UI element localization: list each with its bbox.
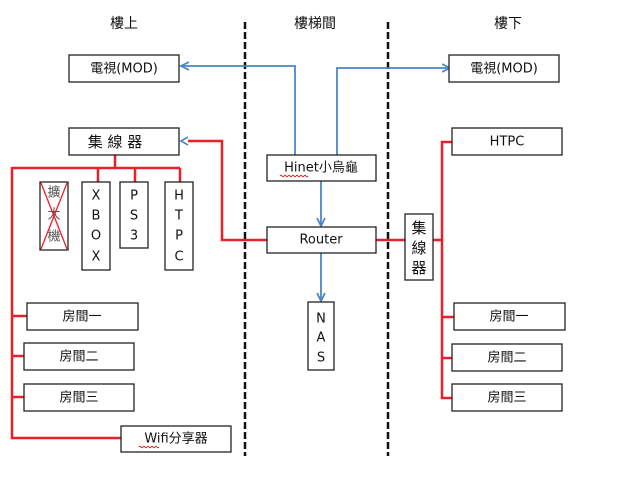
- node-room3-upstairs[interactable]: 房間三: [23, 383, 135, 412]
- cross-out-icon-2: [40, 182, 68, 250]
- node-xbox-char-4: X: [92, 250, 101, 265]
- node-mod-downstairs[interactable]: 電視(MOD): [448, 54, 560, 83]
- link-hub-up-rooms-trunk: [10, 167, 121, 440]
- node-router[interactable]: Router: [266, 226, 377, 254]
- node-ps3[interactable]: P S 3: [119, 181, 149, 249]
- node-hinet-label: Hinet小烏龜: [284, 160, 358, 176]
- node-hub-upstairs-label: 集 線 器: [88, 133, 143, 151]
- node-room2-downstairs[interactable]: 房間二: [451, 343, 563, 372]
- node-htpc-up-char-2: T: [174, 209, 183, 224]
- node-htpc-upstairs[interactable]: H T P C: [164, 181, 194, 271]
- node-hub-down-char-3: 器: [411, 259, 426, 277]
- spellcheck-underline: [279, 174, 309, 178]
- node-ps3-char-1: P: [130, 189, 138, 204]
- node-mod-downstairs-label: 電視(MOD): [470, 62, 538, 77]
- link-hub-down-trunk: [440, 140, 452, 400]
- node-nas-char-1: N: [316, 312, 326, 327]
- node-mod-upstairs[interactable]: 電視(MOD): [68, 54, 180, 83]
- link-router-to-hub-up: [188, 139, 267, 242]
- node-room3-up-label: 房間三: [59, 390, 98, 406]
- node-room2-down-label: 房間二: [487, 350, 526, 366]
- node-htpc-up-char-4: C: [174, 250, 183, 265]
- node-ps3-char-3: 3: [130, 229, 138, 244]
- node-wifi-label: Wifi分享器: [144, 431, 207, 447]
- spellcheck-underline: [138, 445, 160, 449]
- node-hub-upstairs[interactable]: 集 線 器: [68, 127, 180, 156]
- node-mod-upstairs-label: 電視(MOD): [90, 62, 158, 77]
- node-room1-up-label: 房間一: [62, 309, 101, 325]
- node-room2-upstairs[interactable]: 房間二: [23, 342, 135, 371]
- node-router-label: Router: [299, 233, 343, 248]
- node-wifi-router[interactable]: Wifi分享器: [120, 425, 232, 453]
- zone-stairwell-title: 樓梯間: [294, 16, 336, 32]
- node-room1-downstairs[interactable]: 房間一: [453, 302, 566, 331]
- node-htpc-down-label: HTPC: [490, 135, 525, 150]
- node-htpc-downstairs[interactable]: HTPC: [451, 127, 563, 156]
- node-nas-char-2: A: [317, 331, 326, 346]
- node-nas[interactable]: N A S: [307, 301, 335, 371]
- link-hinet-to-mod-down: [336, 68, 450, 155]
- node-hub-down-char-1: 集: [411, 219, 426, 237]
- node-ps3-char-2: S: [130, 209, 138, 224]
- node-room1-upstairs[interactable]: 房間一: [26, 302, 139, 331]
- node-amplifier-removed[interactable]: 擴 大 機: [39, 181, 69, 251]
- node-hub-down-char-2: 線: [411, 239, 426, 257]
- link-hinet-to-mod-up: [181, 66, 296, 155]
- node-xbox-char-2: B: [92, 209, 101, 224]
- node-nas-char-3: S: [317, 351, 325, 366]
- node-xbox-char-1: X: [92, 189, 101, 204]
- node-room2-up-label: 房間二: [59, 349, 98, 365]
- node-hub-downstairs[interactable]: 集 線 器: [404, 213, 434, 281]
- zone-upstairs-title: 樓上: [110, 16, 138, 32]
- node-xbox[interactable]: X B O X: [81, 181, 111, 271]
- node-room3-downstairs[interactable]: 房間三: [451, 383, 563, 412]
- node-htpc-up-char-1: H: [174, 189, 184, 204]
- node-amp-char-1: 擴: [47, 185, 60, 201]
- node-room3-down-label: 房間三: [487, 390, 526, 406]
- zone-downstairs-title: 樓下: [494, 16, 522, 32]
- node-hinet-modem[interactable]: Hinet小烏龜: [266, 154, 377, 182]
- arrow-hub-up: [179, 136, 189, 146]
- node-room1-down-label: 房間一: [489, 309, 528, 325]
- node-xbox-char-3: O: [91, 229, 101, 244]
- node-amp-char-3: 機: [47, 230, 60, 245]
- node-htpc-up-char-3: P: [175, 229, 183, 244]
